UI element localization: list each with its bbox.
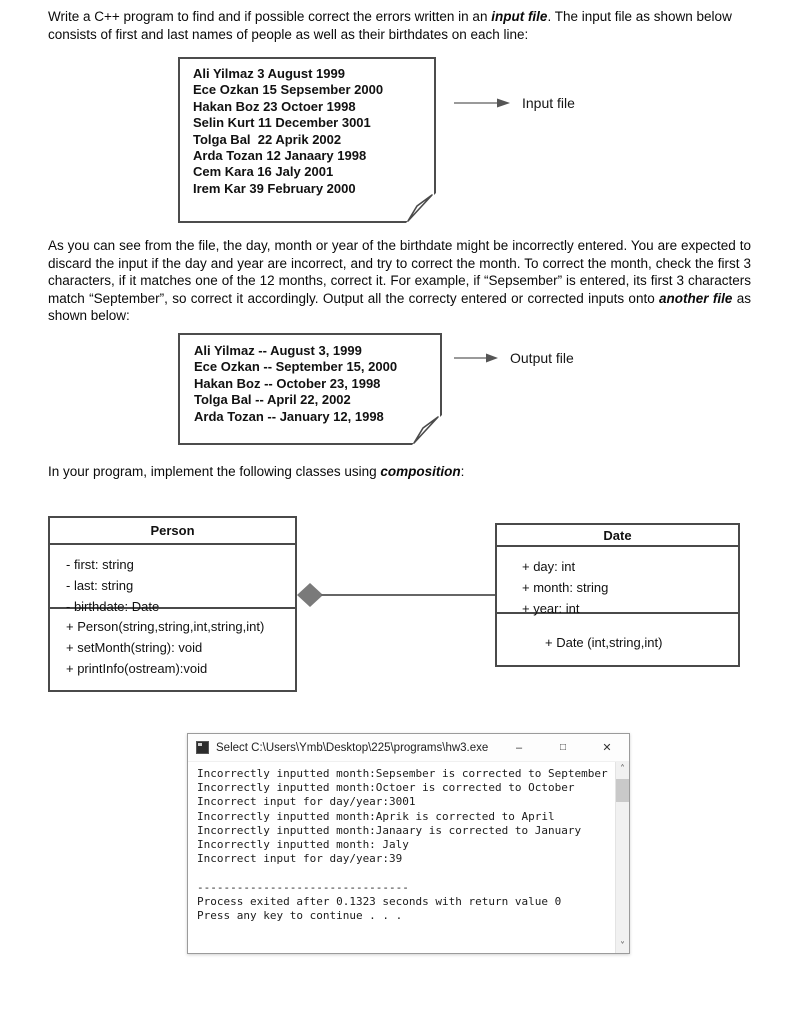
input-file-line: Tolga Bal 22 Aprik 2002 [193, 131, 342, 147]
composition-diamond-icon [297, 583, 323, 607]
window-controls: – □ ✕ [497, 734, 629, 761]
minimize-button[interactable]: – [515, 741, 523, 754]
uml-attribute: - last: string [66, 578, 134, 593]
right-arrow-icon [454, 98, 510, 108]
uml-class-date: Date + day: int + month: string + year: in… [495, 523, 740, 667]
uml-attribute: + month: string [522, 580, 609, 595]
uml-attribute: + day: int [522, 559, 576, 574]
console-line: Incorrectly inputted month:Janaary is co… [197, 823, 582, 837]
input-file-line: Irem Kar 39 February 2000 [193, 180, 356, 196]
uml-method: + setMonth(string): void [66, 640, 203, 655]
console-line: Press any key to continue . . . [197, 909, 403, 923]
console-line: Incorrectly inputted month:Sepsember is … [197, 767, 608, 780]
output-file-callout: Output file [453, 350, 574, 366]
output-file-label: Output file [510, 350, 574, 366]
uml-attribute: - first: string [66, 557, 134, 572]
console-titlebar[interactable]: Select C:\Users\Ymb\Desktop\225\programs… [188, 734, 629, 762]
intro-paragraph: Write a C++ program to find and if possi… [48, 9, 732, 42]
console-line: Incorrectly inputted month: Jaly [197, 838, 409, 852]
console-icon [196, 741, 209, 754]
folded-corner-icon [412, 415, 442, 445]
person-methods: + Person(string,string,int,string,int) + … [50, 607, 295, 679]
input-file-line: Cem Kara 16 Jaly 2001 [193, 164, 334, 180]
instructions-paragraph: As you can see from the file, the day, m… [48, 238, 751, 324]
date-attributes: + day: int + month: string + year: int [497, 547, 738, 616]
composition-paragraph: In your program, implement the following… [48, 464, 465, 479]
console-line: Incorrect input for day/year:39 [197, 852, 403, 866]
console-line: Incorrectly inputted month:Octoer is cor… [197, 781, 575, 795]
output-file-line: Tolga Bal -- April 22, 2002 [194, 392, 351, 408]
maximize-button[interactable]: □ [559, 742, 567, 753]
date-methods: + Date (int,string,int) [497, 612, 738, 653]
right-arrow-icon [454, 353, 498, 363]
console-line: Incorrectly inputted month:Aprik is corr… [197, 809, 555, 823]
input-file-line: Ece Ozkan 15 Sepsember 2000 [193, 82, 384, 98]
console-line: -------------------------------- [197, 880, 409, 894]
console-window-title: Select C:\Users\Ymb\Desktop\225\programs… [216, 741, 489, 754]
uml-method: + Person(string,string,int,string,int) [66, 619, 265, 634]
scrollbar[interactable]: ˄ ˅ [615, 762, 629, 953]
console-output: Incorrectly inputted month:Sepsember is … [188, 762, 629, 953]
input-file-line: Selin Kurt 11 December 3001 [193, 115, 371, 131]
uml-method: + printInfo(ostream):void [66, 661, 208, 676]
output-file-line: Ali Yilmaz -- August 3, 1999 [194, 343, 362, 358]
composition-connector-line [321, 594, 495, 596]
uml-method: + Date (int,string,int) [545, 635, 663, 650]
person-class-title: Person [50, 518, 295, 545]
uml-attribute: - birthdate: Date [66, 599, 160, 614]
console-line [197, 866, 629, 880]
close-button[interactable]: ✕ [602, 742, 612, 754]
uml-attribute: + year: int [522, 601, 580, 616]
scroll-thumb[interactable] [616, 779, 629, 802]
input-file-line: Ali Yilmaz 3 August 1999 [193, 66, 345, 81]
input-file-callout: Input file [453, 95, 575, 111]
output-file-line: Hakan Boz -- October 23, 1998 [194, 375, 381, 391]
input-file-label: Input file [522, 95, 575, 111]
uml-class-person: Person - first: string - last: string - bi… [48, 516, 297, 692]
person-attributes: - first: string - last: string - birthdate… [50, 545, 295, 614]
console-line: Process exited after 0.1323 seconds with… [197, 894, 562, 908]
scroll-down-icon[interactable]: ˅ [620, 940, 625, 952]
output-file-line: Ece Ozkan -- September 15, 2000 [194, 359, 398, 375]
input-file-line: Arda Tozan 12 Janaary 1998 [193, 148, 367, 164]
folded-corner-icon [406, 193, 436, 223]
console-window: Select C:\Users\Ymb\Desktop\225\programs… [187, 733, 630, 954]
date-class-title: Date [497, 525, 738, 547]
scroll-up-icon[interactable]: ˄ [620, 763, 625, 775]
input-file-line: Hakan Boz 23 Octoer 1998 [193, 98, 356, 114]
output-file-line: Arda Tozan -- January 12, 1998 [194, 408, 384, 424]
console-line: Incorrect input for day/year:3001 [197, 795, 416, 809]
